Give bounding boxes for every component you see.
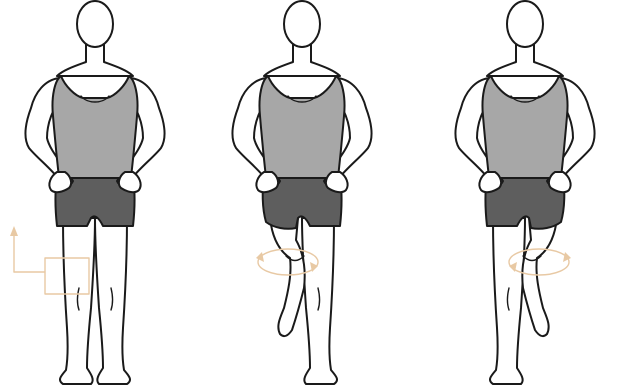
figure-left-knee-raised: [455, 1, 594, 384]
standing-leg: [302, 218, 337, 384]
raised-leg: [522, 218, 557, 336]
standing-leg: [490, 218, 525, 384]
figure-standing: [10, 1, 165, 384]
figure-right-knee-raised: [232, 1, 371, 384]
right-leg-straight: [95, 218, 130, 384]
left-leg-straight: [60, 218, 95, 384]
raised-leg: [270, 218, 305, 336]
